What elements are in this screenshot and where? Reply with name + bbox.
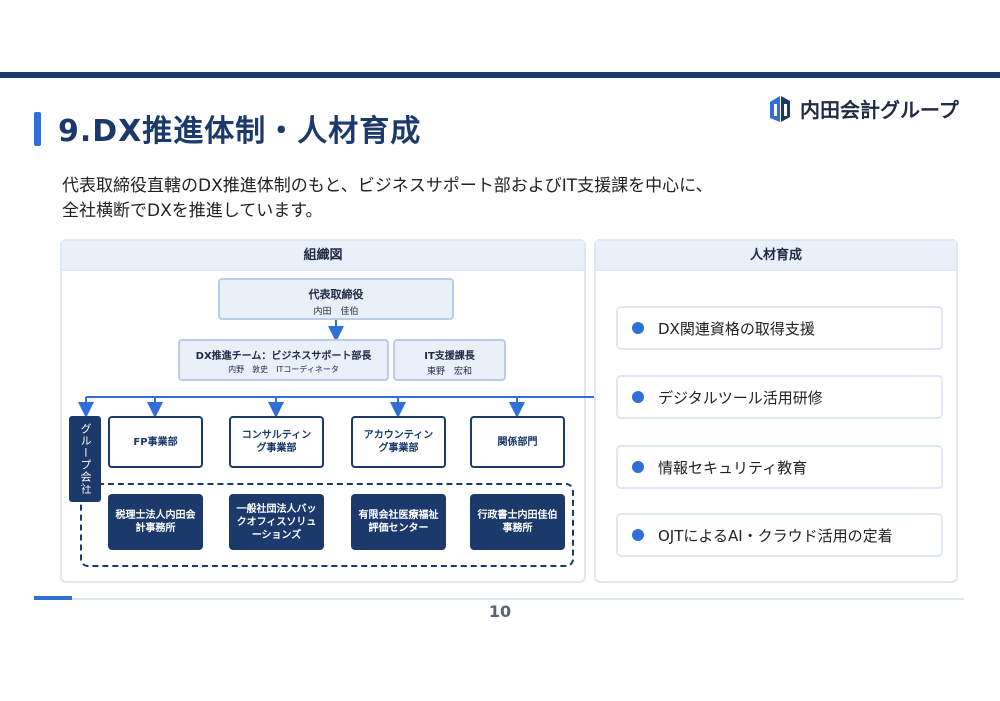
hr-item-label: DX関連資格の取得支援	[658, 319, 815, 338]
ceo-box: 代表取締役 内田 佳伯	[218, 278, 454, 320]
hr-item: デジタルツール活用研修	[616, 375, 943, 419]
top-rule	[0, 72, 1000, 78]
bullet-dot-icon	[632, 391, 644, 403]
logo-text: 内田会計グループ	[800, 97, 959, 122]
hr-item: OJTによるAI・クラウド活用の定着	[616, 513, 943, 557]
it-support-name: 東野 宏和	[426, 367, 472, 377]
company-logo: 内田会計グループ	[766, 92, 959, 124]
lead-line-2: 全社横断でDXを推進しています。	[62, 201, 323, 221]
it-support-box: IT支援課長 東野 宏和	[393, 339, 506, 381]
dx-team-role: DX推進チーム：ビジネスサポート部長	[195, 351, 372, 362]
hr-item: 情報セキュリティ教育	[616, 445, 943, 489]
footer-rule	[72, 598, 964, 600]
title-accent-bar	[34, 112, 41, 146]
footer-accent	[34, 596, 72, 600]
logo-mark-icon	[770, 96, 790, 122]
dept-related: 関係部門	[470, 416, 565, 468]
page-number: 10	[488, 602, 512, 621]
it-support-role: IT支援課長	[424, 351, 475, 362]
hr-heading: 人材育成	[596, 241, 956, 271]
ceo-name: 内田 佳伯	[313, 307, 359, 317]
bullet-dot-icon	[632, 322, 644, 334]
bullet-dot-icon	[632, 529, 644, 541]
hr-item-label: OJTによるAI・クラウド活用の定着	[658, 526, 893, 545]
dept-fp: FP事業部	[108, 416, 203, 468]
dept-accounting: アカウンティング事業部	[351, 416, 446, 468]
company-back-office: 一般社団法人バックオフィスソリューションズ	[229, 494, 324, 550]
bullet-dot-icon	[632, 461, 644, 473]
hr-item-label: 情報セキュリティ教育	[658, 458, 808, 477]
lead-text: 代表取締役直轄のDX推進体制のもと、ビジネスサポート部およびIT支援課を中心に、…	[62, 174, 713, 224]
company-tax-firm: 税理士法人内田会計事務所	[108, 494, 203, 550]
hr-item: DX関連資格の取得支援	[616, 306, 943, 350]
dx-team-name: 内野 敦史 ITコーディネータ	[228, 365, 339, 374]
ceo-role: 代表取締役	[308, 288, 364, 301]
org-chart-heading: 組織図	[62, 241, 584, 271]
slide-title: 9.DX推進体制・人材育成	[58, 114, 422, 149]
dx-team-box: DX推進チーム：ビジネスサポート部長 内野 敦史 ITコーディネータ	[178, 339, 389, 381]
lead-line-1: 代表取締役直轄のDX推進体制のもと、ビジネスサポート部およびIT支援課を中心に、	[62, 176, 713, 196]
company-admin-scrivener: 行政書士内田佳伯事務所	[470, 494, 565, 550]
company-medical-welfare: 有限会社医療福祉評価センター	[351, 494, 446, 550]
dept-consulting: コンサルティング事業部	[229, 416, 324, 468]
hr-item-label: デジタルツール活用研修	[658, 388, 823, 407]
group-companies-frame	[80, 483, 574, 567]
